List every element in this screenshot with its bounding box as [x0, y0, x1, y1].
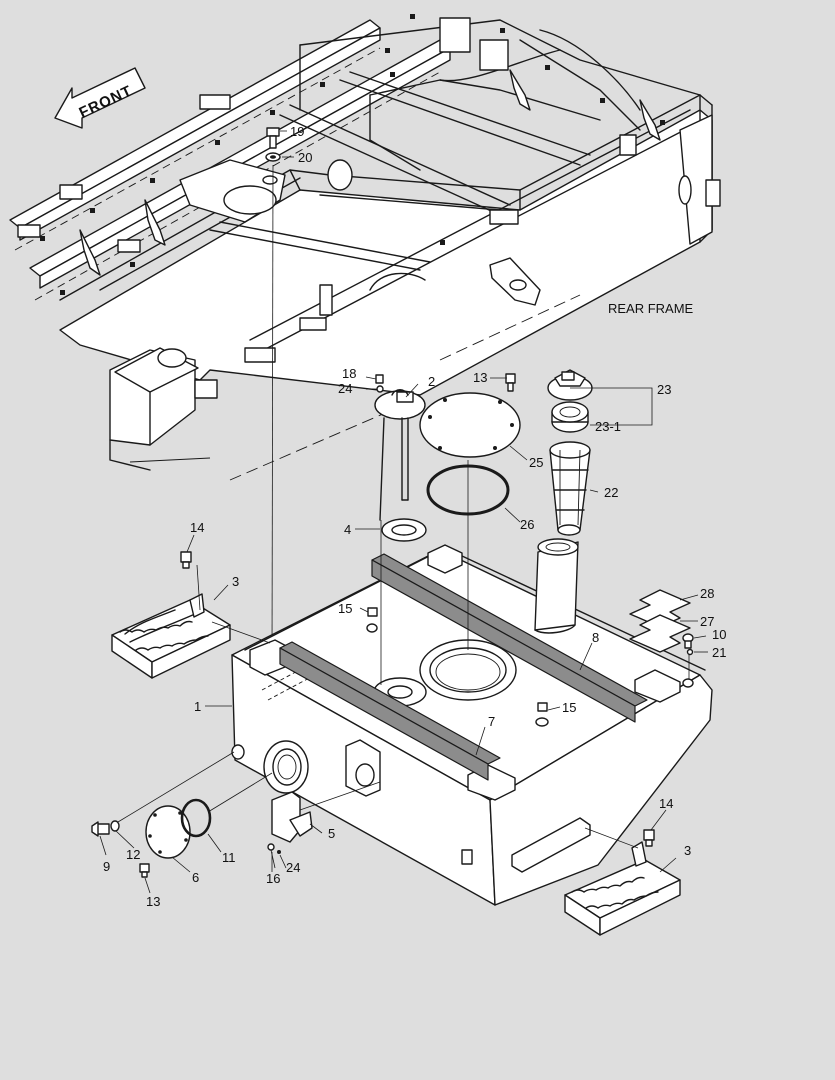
o-ring-11 [180, 798, 212, 838]
bracket-5 [271, 781, 381, 843]
callout-13-front: 13 [146, 894, 160, 909]
bolt-14-left [180, 551, 201, 611]
callout-10: 10 [712, 627, 726, 642]
bolt-13-top [505, 373, 516, 392]
cap-ring-23-1 [551, 401, 589, 433]
washer-24-lower [277, 850, 281, 854]
strainer-22 [549, 441, 591, 536]
rear-frame [9, 14, 721, 481]
callout-15-b: 15 [562, 700, 576, 715]
callout-5: 5 [328, 826, 335, 841]
callout-27: 27 [700, 614, 714, 629]
fuel-sender-2 [374, 389, 426, 521]
front-direction-arrow: FRONT [54, 67, 146, 129]
callout-9: 9 [103, 859, 110, 874]
gasket-4 [381, 518, 427, 542]
bolt-18 [375, 374, 384, 393]
shim-27 [629, 614, 691, 653]
bolt-14-right [643, 829, 655, 847]
bolt-13-front [139, 863, 150, 878]
callout-24-lower: 24 [286, 860, 300, 875]
washer-21 [686, 648, 694, 656]
callout-23-1: 23-1 [595, 419, 621, 434]
bolt-16 [267, 843, 276, 869]
callout-15-a: 15 [338, 601, 352, 616]
callout-23: 23 [657, 382, 671, 397]
callout-labels: 1 2 3 3 4 5 6 7 8 9 10 11 12 13 13 14 14… [103, 124, 726, 909]
frame-bolt-and-washer [265, 127, 281, 661]
filler-cap-23 [547, 369, 593, 401]
o-ring-12 [110, 820, 120, 832]
callout-28: 28 [700, 586, 714, 601]
drain-plug-9 [91, 821, 110, 837]
leader-lines [99, 130, 708, 894]
callout-2: 2 [428, 374, 435, 389]
callout-12: 12 [126, 847, 140, 862]
callout-6: 6 [192, 870, 199, 885]
callout-14-right: 14 [659, 796, 673, 811]
callout-25: 25 [529, 455, 543, 470]
callout-22: 22 [604, 485, 618, 500]
callout-18: 18 [342, 366, 356, 381]
callout-13-top: 13 [473, 370, 487, 385]
step-3-left [111, 593, 271, 679]
callout-20: 20 [298, 150, 312, 165]
callout-19: 19 [290, 124, 304, 139]
callout-3-right: 3 [684, 843, 691, 858]
callout-21: 21 [712, 645, 726, 660]
rear-frame-label: REAR FRAME [608, 301, 694, 316]
callout-1: 1 [194, 699, 201, 714]
callout-14-left: 14 [190, 520, 204, 535]
cover-plate-25 [419, 392, 521, 458]
callout-26: 26 [520, 517, 534, 532]
shim-28 [629, 589, 691, 628]
callout-3-left: 3 [232, 574, 239, 589]
callout-7: 7 [488, 714, 495, 729]
bolt-15-b [535, 702, 549, 727]
filler-neck [534, 538, 579, 634]
callout-11: 11 [222, 850, 236, 865]
callout-8: 8 [592, 630, 599, 645]
step-3-right [564, 827, 681, 936]
tank-strap-8 [371, 553, 648, 723]
callout-16: 16 [266, 871, 280, 886]
callout-24-top: 24 [338, 381, 352, 396]
tank-strap-7 [279, 641, 501, 781]
bolt-10 [682, 633, 694, 649]
cover-6 [145, 805, 191, 859]
callout-4: 4 [344, 522, 351, 537]
